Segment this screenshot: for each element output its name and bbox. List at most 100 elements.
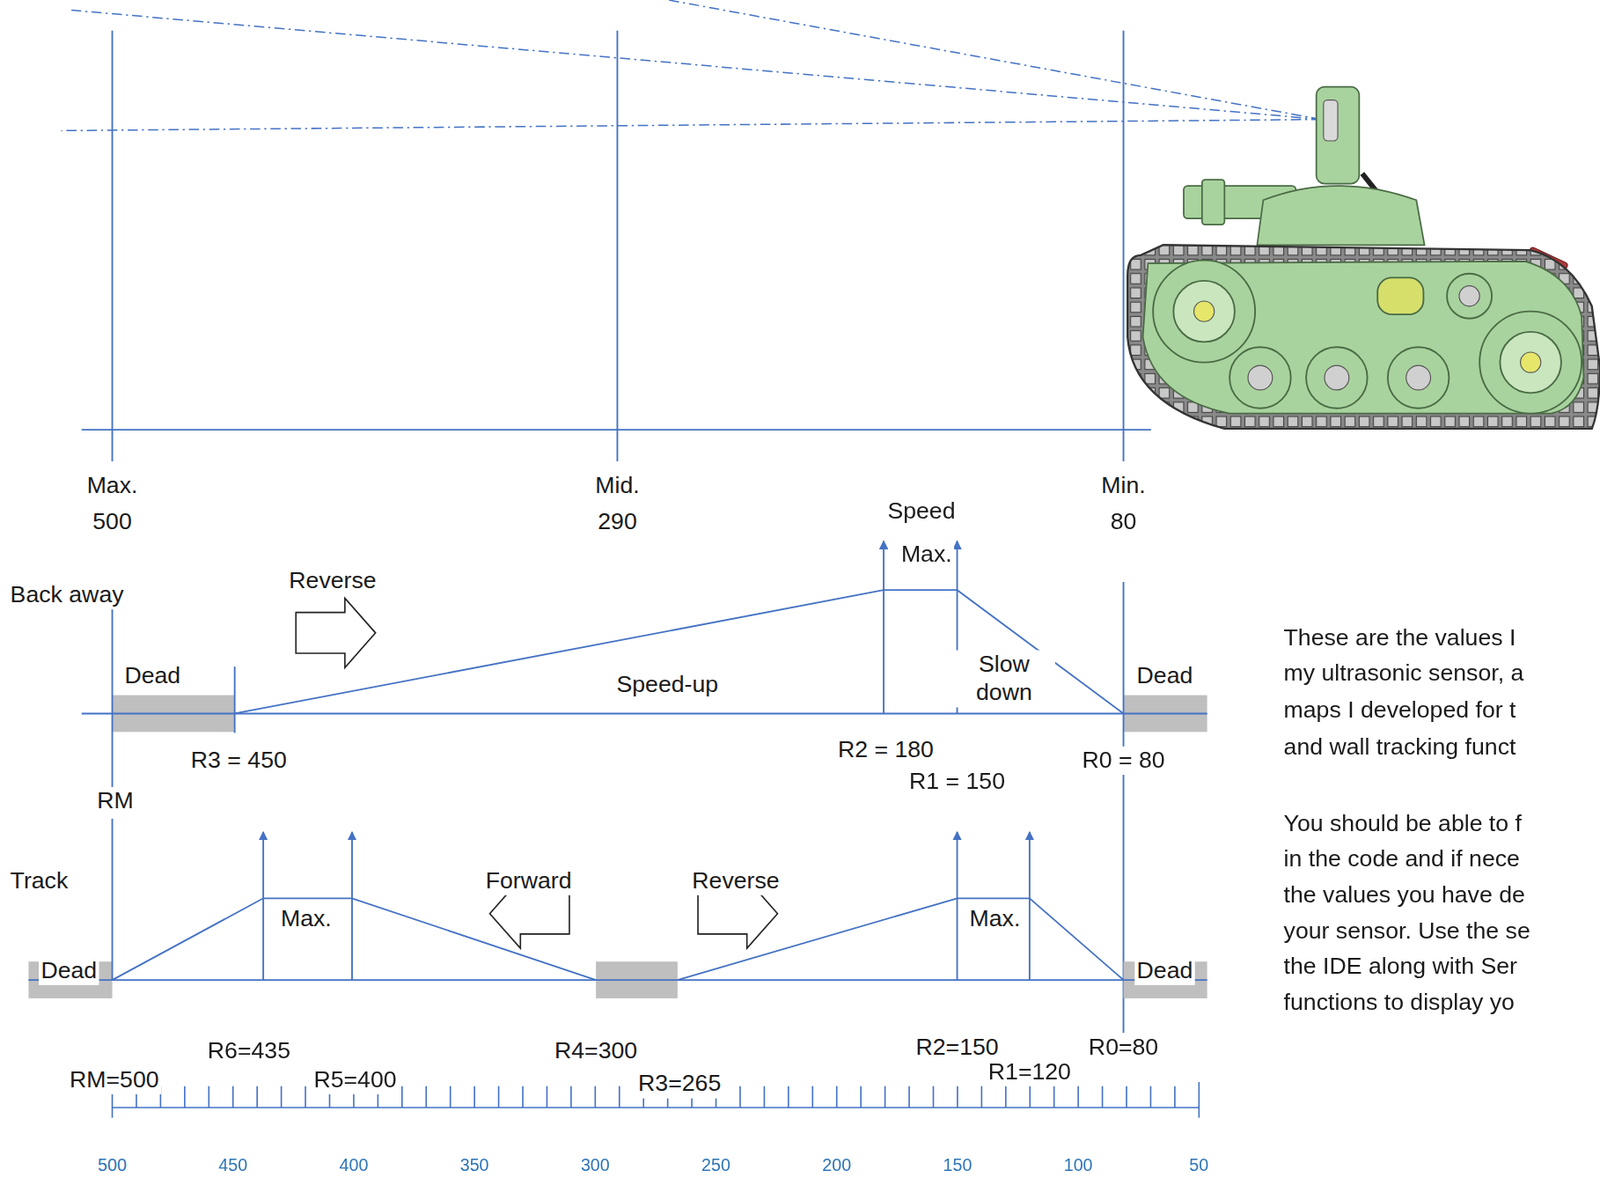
ruler-tick — [1053, 1086, 1056, 1108]
note-line: my ultrasonic sensor, a — [1281, 659, 1526, 688]
note-line: and wall tracking funct — [1281, 733, 1519, 762]
note-line: maps I developed for t — [1281, 696, 1519, 725]
chart-label: Back away — [7, 580, 126, 610]
wheel-screw — [1247, 365, 1273, 390]
scale-number: 50 — [1187, 1154, 1212, 1176]
chart-label: Dead — [1134, 956, 1195, 985]
speed-curve — [234, 589, 1124, 713]
scale-number: 450 — [216, 1154, 250, 1176]
scale-number: 150 — [940, 1154, 975, 1176]
beam-line — [667, 0, 1322, 120]
chart-label: Forward — [483, 866, 573, 896]
ultrasonic-sensor — [1323, 100, 1338, 141]
note-line: the values you have de — [1281, 880, 1527, 910]
scale-number: 250 — [699, 1154, 734, 1176]
marker-line — [111, 818, 114, 980]
ruler-tick — [546, 1086, 549, 1108]
chart-label: R0 = 80 — [1079, 746, 1167, 775]
note-line: in the code and if nece — [1281, 844, 1522, 874]
road-wheel — [1306, 346, 1368, 409]
ruler-tick — [498, 1086, 500, 1108]
sprocket — [1479, 311, 1582, 414]
scale-number: 350 — [457, 1154, 492, 1176]
ruler-tick — [1101, 1086, 1104, 1108]
ruler-tick — [836, 1086, 838, 1108]
road-wheel — [1229, 346, 1292, 409]
track-belt — [1127, 244, 1600, 429]
chart-label: Max. — [899, 540, 955, 569]
note-line: functions to display yo — [1281, 988, 1517, 1017]
ruler-tick — [1125, 1086, 1128, 1108]
ruler-tick — [1077, 1086, 1079, 1108]
scale-number: 500 — [95, 1154, 130, 1176]
ruler-tick — [232, 1086, 235, 1108]
scale-number: 200 — [820, 1154, 854, 1176]
barrel-ring — [1202, 179, 1226, 225]
chart-label: Max. — [84, 471, 140, 500]
hull — [1143, 261, 1585, 414]
ruler-tick — [1198, 1081, 1201, 1118]
direction-arrow — [295, 597, 375, 668]
speed-arrow — [262, 831, 265, 980]
chart-label: R4=300 — [552, 1036, 640, 1065]
chart-label: R1 = 150 — [907, 767, 1008, 796]
note-line: These are the values I — [1281, 623, 1519, 653]
chart-label: Speed-up — [614, 670, 720, 699]
speed-arrow — [882, 541, 885, 714]
ruler-tick — [811, 1086, 814, 1108]
chart-label: Slow down — [953, 650, 1056, 707]
ruler-tick — [932, 1086, 935, 1108]
chart-label: Max. — [278, 903, 334, 933]
chart-label: R1=120 — [985, 1056, 1073, 1086]
chart-label: 80 — [1108, 506, 1138, 536]
back-away-map — [81, 541, 1208, 1034]
ruler-tick — [884, 1086, 887, 1108]
ruler-tick — [570, 1086, 573, 1108]
chart-label: Dead — [122, 661, 183, 690]
ruler-tick — [425, 1086, 427, 1108]
range-line — [1122, 30, 1125, 462]
turret — [1256, 185, 1424, 245]
ruler-tick — [449, 1086, 452, 1108]
chart-label: Max. — [967, 903, 1022, 933]
sprocket — [1152, 260, 1256, 363]
motor-cap — [1377, 277, 1424, 315]
scale-number: 300 — [579, 1154, 613, 1176]
chart-label: R3=265 — [636, 1069, 724, 1098]
speed-arrow — [956, 831, 959, 980]
ruler-tick — [739, 1086, 742, 1108]
chart-label: Reverse — [286, 566, 379, 595]
ruler-tick — [280, 1086, 283, 1108]
ruler-tick — [1174, 1086, 1176, 1108]
ruler-tick — [787, 1086, 790, 1108]
axis-line — [81, 712, 1208, 715]
sprocket-hub — [1499, 331, 1562, 394]
ruler-tick — [401, 1086, 404, 1108]
chart-label: R0=80 — [1086, 1033, 1161, 1062]
ruler-tick — [956, 1086, 959, 1108]
ruler-tick — [981, 1086, 984, 1108]
floor-line — [81, 428, 1152, 431]
ruler-tick — [183, 1086, 186, 1108]
chart-label: RM=500 — [67, 1065, 162, 1094]
chart-label: Reverse — [689, 866, 782, 896]
chart-label: R2 = 180 — [836, 735, 937, 764]
chart-label: Track — [7, 866, 70, 896]
chart-label: Speed — [885, 497, 958, 526]
chart-label: Dead — [1134, 661, 1195, 690]
sensor-mount — [1316, 87, 1360, 184]
sensor-beams — [61, 0, 1322, 131]
chart-label: Min. — [1099, 471, 1148, 500]
range-line — [616, 30, 619, 462]
ruler-tick — [594, 1086, 597, 1108]
wheel-screw — [1459, 286, 1480, 307]
range-lines — [81, 30, 1152, 462]
idler-wheel — [1446, 273, 1492, 319]
chart-label: R5=400 — [311, 1065, 399, 1094]
speed-arrow — [351, 831, 353, 980]
note-line: the IDE along with Ser — [1281, 952, 1520, 981]
road-wheel — [1387, 346, 1450, 409]
ruler-tick — [763, 1086, 766, 1108]
marker-line — [234, 666, 236, 733]
note-line: your sensor. Use the se — [1281, 916, 1533, 945]
